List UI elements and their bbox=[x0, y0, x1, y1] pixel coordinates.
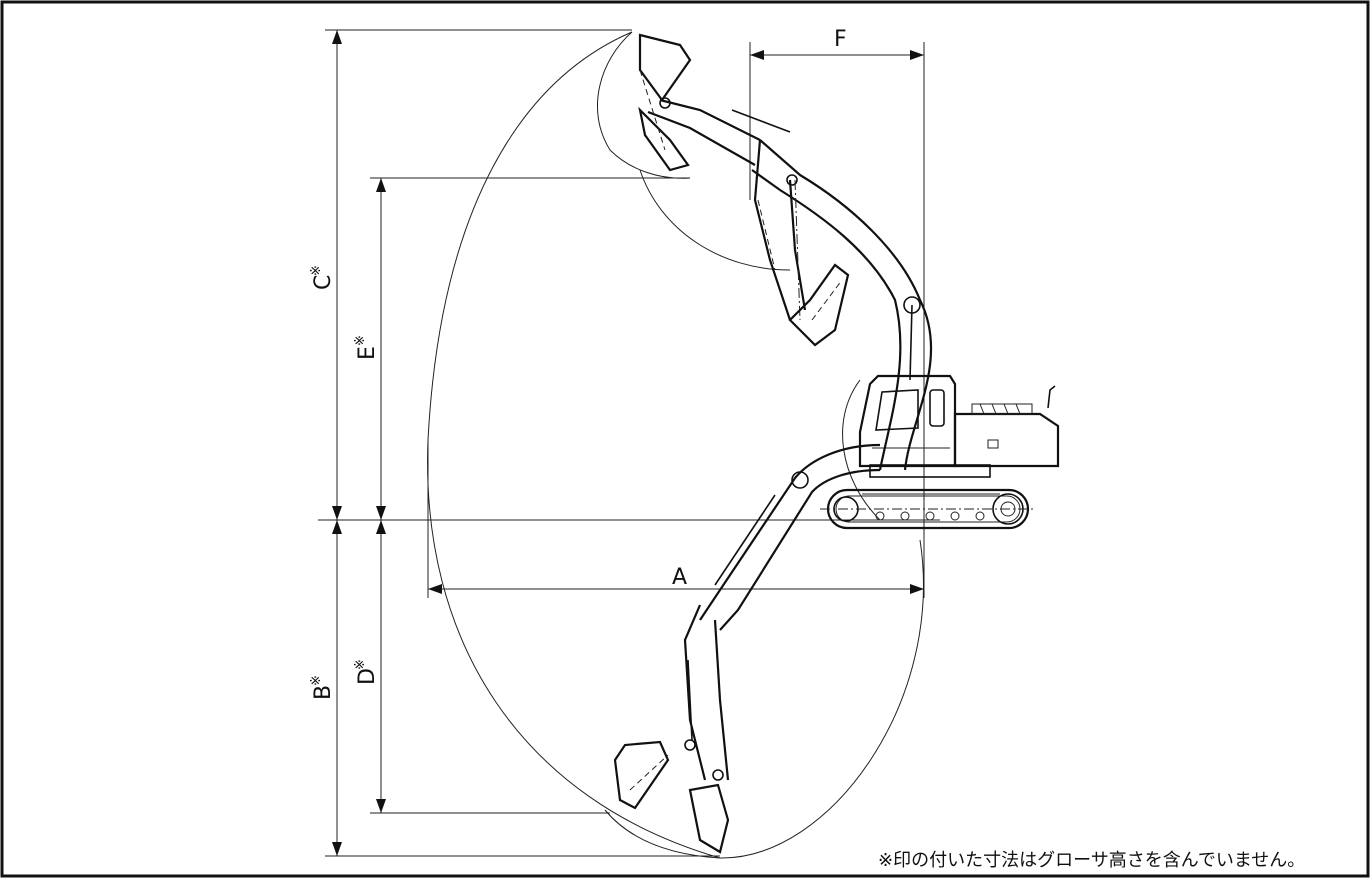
label-e-mark: ※ bbox=[353, 335, 368, 346]
arm-raised-upper bbox=[659, 98, 761, 141]
boom-lowered-cylinder bbox=[714, 494, 776, 586]
footnote: ※印の付いた寸法はグローサ高さを含んでいません。 bbox=[878, 850, 1305, 871]
boom-raised-bottom-edge bbox=[751, 169, 902, 471]
boom-lowered-top-edge bbox=[699, 443, 881, 621]
roller-5 bbox=[975, 511, 985, 521]
label-c: C bbox=[311, 275, 336, 290]
bucket-mid bbox=[788, 263, 850, 347]
bucket-raised-top bbox=[638, 33, 692, 102]
bucket-curled bbox=[613, 740, 670, 810]
dim-e-arrow-top bbox=[376, 178, 386, 192]
exhaust-pipe bbox=[1047, 385, 1056, 409]
boom-lowered-bottom-edge bbox=[719, 468, 881, 631]
bucket-mid-linkage bbox=[811, 279, 843, 321]
bucket-raised-linkage bbox=[639, 69, 666, 151]
cab-window-front bbox=[875, 389, 919, 431]
bucket-arc-1 bbox=[639, 169, 791, 271]
label-e-group: E ※ bbox=[353, 335, 380, 360]
engine-grille bbox=[971, 403, 1033, 415]
arm-lowered-cylinder bbox=[687, 659, 693, 741]
label-b-group: B ※ bbox=[309, 675, 336, 700]
arm-lowered-pin bbox=[684, 739, 696, 751]
dim-f-arrow-left bbox=[750, 50, 764, 60]
grille-line-2 bbox=[991, 403, 997, 415]
bucket-lowered bbox=[688, 783, 730, 854]
arm-raised-pin bbox=[659, 97, 671, 109]
roller-3 bbox=[925, 511, 935, 521]
boom-raised-cylinder bbox=[909, 304, 913, 381]
bucket-arc-2 bbox=[842, 379, 881, 521]
dim-f-arrow-right bbox=[910, 50, 924, 60]
roller-4 bbox=[950, 511, 960, 521]
engine-housing bbox=[953, 412, 1060, 468]
dim-b-arrow-top bbox=[332, 520, 342, 534]
dim-e-arrow-bottom bbox=[376, 506, 386, 520]
grille-line-1 bbox=[979, 403, 985, 415]
arm-mid-cylinder bbox=[757, 199, 776, 271]
label-f: F bbox=[834, 27, 847, 52]
roller-1 bbox=[875, 511, 885, 521]
boom-lowered-pin bbox=[791, 471, 809, 489]
label-d-group: D ※ bbox=[353, 659, 380, 685]
grille-line-3 bbox=[1003, 403, 1009, 415]
dim-b-arrow-bottom bbox=[332, 842, 342, 856]
grille-line-4 bbox=[1015, 403, 1021, 415]
boom-raised-top-edge bbox=[759, 139, 933, 471]
arm-mid-center bbox=[794, 179, 801, 321]
arm-lowered-left-edge bbox=[683, 604, 707, 781]
boom-lowered bbox=[613, 443, 881, 854]
inner-envelope bbox=[596, 31, 691, 179]
label-d: D bbox=[355, 668, 380, 685]
dim-d-arrow-top bbox=[376, 520, 386, 534]
label-b: B bbox=[311, 685, 336, 700]
arm-lowered-right-edge bbox=[713, 619, 730, 781]
arm-mid-edge-2 bbox=[788, 179, 807, 311]
label-a: A bbox=[672, 565, 687, 590]
dim-a-arrow-right bbox=[910, 584, 924, 594]
label-c-mark: ※ bbox=[309, 265, 324, 276]
track-assembly bbox=[820, 488, 1035, 530]
engine-badge bbox=[987, 439, 999, 449]
label-b-mark: ※ bbox=[309, 675, 324, 686]
bucket-curled-linkage bbox=[629, 754, 669, 791]
arm-lowered-pivot bbox=[712, 769, 724, 781]
dim-c-arrow-top bbox=[332, 30, 342, 44]
arm-raised-pivot bbox=[786, 174, 798, 186]
roller-2 bbox=[900, 511, 910, 521]
dim-d-arrow-bottom bbox=[376, 799, 386, 813]
arm-raised-lower bbox=[647, 110, 756, 166]
arm-mid-edge bbox=[753, 139, 792, 321]
boom-raised bbox=[638, 33, 933, 471]
label-d-mark: ※ bbox=[353, 659, 368, 670]
cab-window-side bbox=[929, 389, 945, 427]
bucket-raised-mid bbox=[638, 106, 690, 172]
label-c-group: C ※ bbox=[309, 265, 336, 290]
dim-c-arrow-bottom bbox=[332, 506, 342, 520]
upper-structure bbox=[858, 374, 1060, 478]
arm-raised-cylinder bbox=[731, 109, 791, 133]
dim-a-arrow-left bbox=[428, 584, 442, 594]
label-e: E bbox=[355, 346, 380, 360]
working-range-envelope bbox=[427, 31, 924, 859]
